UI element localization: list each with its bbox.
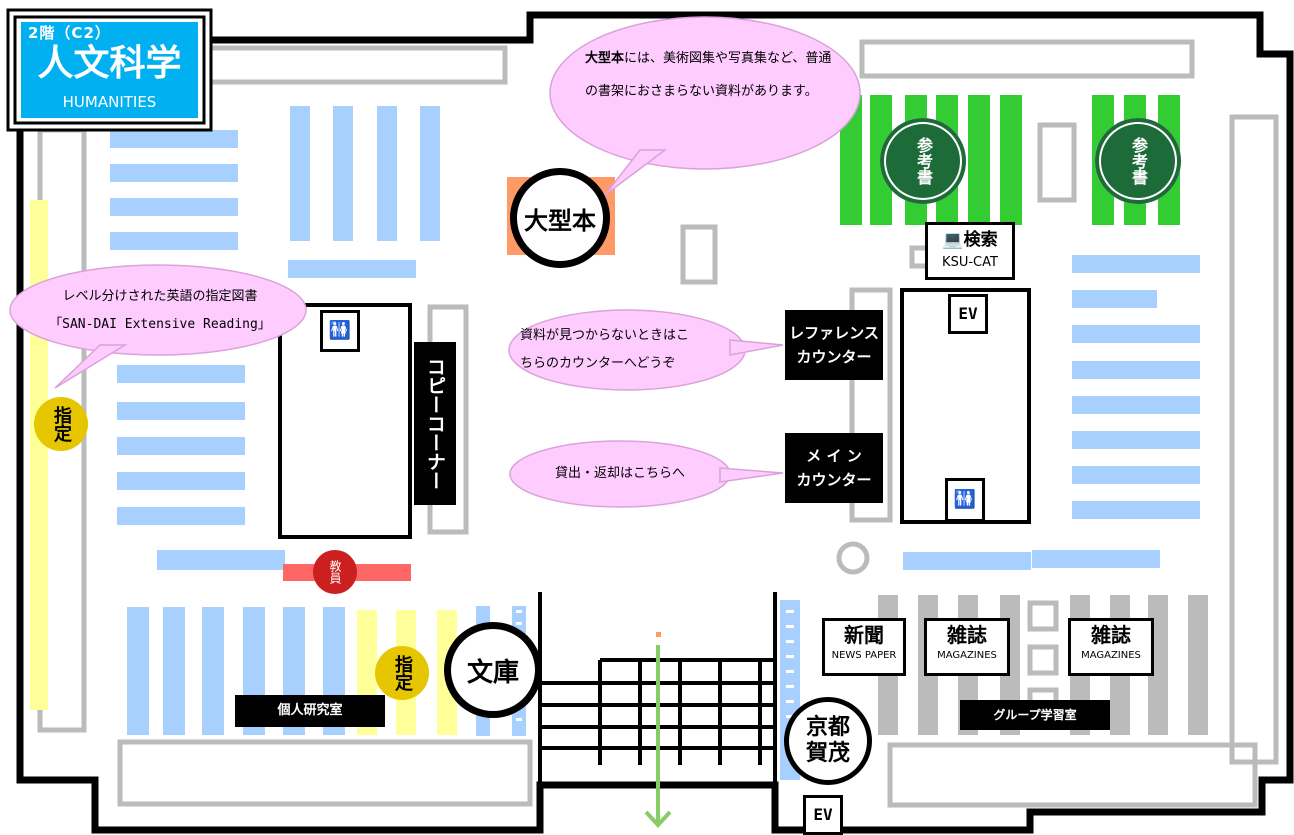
bunko-label[interactable]: 文庫	[444, 622, 542, 718]
ev-label-upper[interactable]: EV	[948, 294, 988, 334]
newspaper-label[interactable]: 新聞 NEWS PAPER	[822, 618, 906, 676]
restroom-icon[interactable]: 🚻	[320, 310, 360, 352]
reference-counter-line1: レファレンス	[789, 324, 879, 342]
search-label-title: 検索	[963, 230, 998, 250]
down-arrow-icon	[644, 632, 672, 828]
oversize-label[interactable]: 大型本	[510, 168, 610, 268]
main-counter-line1: メ イ ン	[806, 447, 862, 465]
magazines-label-2-title: 雑誌	[1091, 623, 1131, 647]
sanko-seal-1[interactable]: 参考書	[880, 118, 966, 204]
restroom-icon[interactable]: 🚻	[945, 478, 985, 522]
magazines-label-1[interactable]: 雑誌 MAGAZINES	[924, 618, 1010, 676]
bubble-reference-line2: ちらのカウンターへどうぞ	[520, 356, 676, 371]
ev-label-bottom[interactable]: EV	[803, 795, 843, 835]
main-counter-label[interactable]: メ イ ン カウンター	[785, 433, 883, 503]
search-label[interactable]: 💻検索 KSU-CAT	[925, 222, 1015, 280]
reference-counter-label[interactable]: レファレンス カウンター	[785, 310, 883, 380]
magazines-label-1-sub: MAGAZINES	[937, 650, 997, 661]
newspaper-label-title: 新聞	[844, 623, 884, 647]
reference-counter-line2: カウンター	[796, 348, 872, 366]
kyoto-kamo-line1: 京都	[805, 715, 850, 740]
bubble-reference: 資料が見つからないときはこ ちらのカウンターへどうぞ	[520, 322, 735, 378]
main-counter-line2: カウンター	[796, 471, 872, 489]
bubble-extensive-line2: 「SAN-DAI Extensive Reading」	[49, 317, 271, 332]
bubble-main: 貸出・返却はこちらへ	[520, 460, 720, 488]
speech-bubbles	[9, 16, 861, 508]
building-outline	[16, 11, 1294, 834]
floor-title: 人文科学	[37, 43, 182, 84]
search-label-sub: KSU-CAT	[942, 255, 998, 270]
bubble-oversize-text: には、美術図集や写真集など、普通の書架におさまらない資料があります。	[585, 51, 832, 99]
private-room-label[interactable]: 個人研究室	[235, 695, 385, 727]
magazines-label-2[interactable]: 雑誌 MAGAZINES	[1068, 618, 1154, 676]
shitei-badge-bottom[interactable]: 指定	[375, 646, 429, 700]
shitei-badge-left[interactable]: 指定	[34, 397, 88, 451]
magazines-label-1-title: 雑誌	[947, 623, 987, 647]
kyoto-kamo-label[interactable]: 京都 賀茂	[784, 697, 872, 785]
bubble-oversize: 大型本には、美術図集や写真集など、普通の書架におさまらない資料があります。	[585, 42, 835, 108]
kyoto-kamo-line2: 賀茂	[805, 741, 850, 766]
floor-level: 2階（C2）	[28, 24, 111, 42]
group-room-label[interactable]: グループ学習室	[960, 700, 1110, 730]
stairs	[538, 592, 777, 785]
bubble-extensive: レベル分けされた英語の指定図書 「SAN-DAI Extensive Readi…	[20, 283, 300, 339]
magazines-label-2-sub: MAGAZINES	[1081, 650, 1141, 661]
sanko-seal-1-text: 参考書	[914, 137, 933, 185]
title-box	[6, 8, 213, 132]
bubble-reference-line1: 資料が見つからないときはこ	[520, 328, 690, 343]
computer-icon: 💻	[942, 230, 964, 250]
kyoin-badge[interactable]: 教員	[313, 550, 357, 594]
newspaper-label-sub: NEWS PAPER	[831, 650, 897, 661]
copy-corner-label[interactable]: コピーコーナー	[414, 342, 456, 505]
bubble-extensive-line1: レベル分けされた英語の指定図書	[62, 289, 258, 304]
sanko-seal-2[interactable]: 参考書	[1095, 118, 1181, 204]
sanko-seal-2-text: 参考書	[1129, 137, 1148, 185]
bubble-oversize-bold: 大型本	[585, 51, 625, 66]
bubble-main-text: 貸出・返却はこちらへ	[554, 466, 685, 481]
floor-subtitle: HUMANITIES	[62, 93, 157, 111]
